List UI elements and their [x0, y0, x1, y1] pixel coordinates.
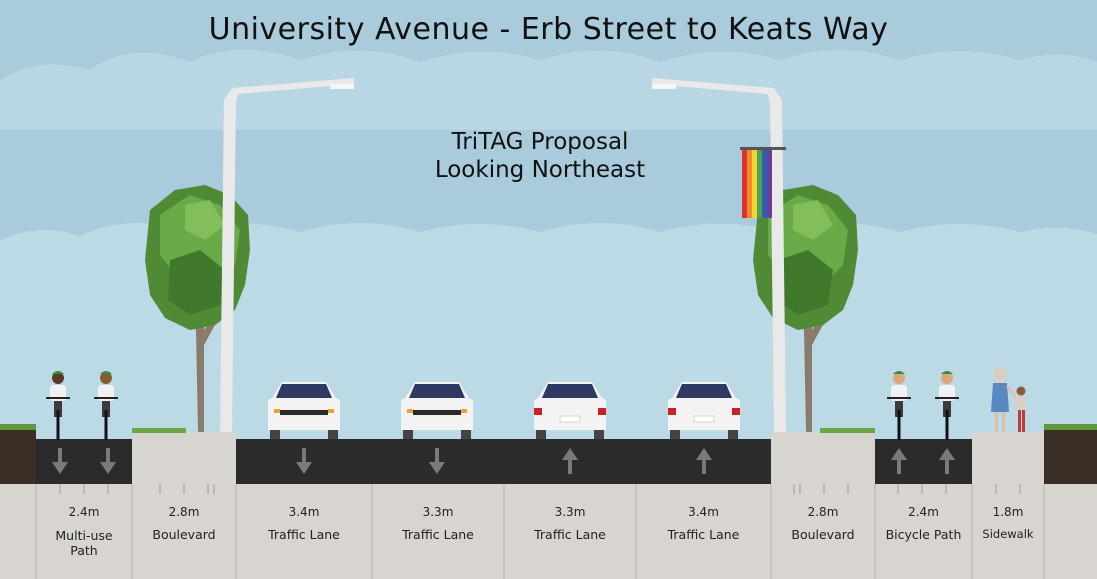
arrow-down-icon — [296, 448, 312, 474]
page-title: University Avenue - Erb Street to Keats … — [208, 12, 889, 47]
segment-label-multi-use-path: 2.4m Multi-use Path — [36, 505, 132, 558]
cyclist-icon — [887, 371, 911, 440]
label-band — [0, 484, 1097, 579]
segment-label-boulevard-left: 2.8m Boulevard — [132, 505, 236, 542]
cyclist-icon — [935, 371, 959, 440]
grass-right — [1044, 424, 1097, 430]
grass-left — [0, 424, 36, 430]
arrow-up-icon — [562, 448, 578, 474]
grass-strip-left — [132, 428, 186, 433]
soil-left — [0, 428, 36, 484]
segment-name: Traffic Lane — [534, 527, 606, 542]
segment-label-sidewalk: 1.8m Sidewalk — [972, 505, 1044, 542]
segment-width: 3.3m — [422, 505, 454, 519]
grass-strip-right — [820, 428, 875, 433]
rainbow-banner-icon — [740, 147, 786, 218]
roadway-surface — [236, 439, 771, 484]
segment-width: 3.4m — [288, 505, 320, 519]
segment-width: 2.8m — [168, 505, 200, 519]
segment-name: Traffic Lane — [667, 527, 740, 542]
segment-name: Boulevard — [791, 527, 855, 542]
direction-arrows — [52, 448, 955, 474]
segment-name: Boulevard — [152, 527, 216, 542]
segment-dividers — [35, 484, 1045, 579]
arrow-down-icon — [429, 448, 445, 474]
segment-width: 2.4m — [908, 505, 939, 519]
pedestrian-child-icon — [1016, 386, 1026, 432]
car-icon — [268, 382, 340, 439]
segment-name: Traffic Lane — [402, 527, 474, 542]
cyclist-icon — [46, 371, 70, 440]
proposal-line-2: Looking Northeast — [434, 157, 646, 183]
street-light-left-icon — [220, 78, 354, 432]
street-light-right-icon — [652, 78, 786, 432]
bicycle-path-surface — [875, 439, 972, 484]
proposal-line-1: TriTAG Proposal — [451, 129, 629, 155]
cyclist-icon — [94, 371, 118, 440]
segment-width: 2.8m — [807, 505, 839, 519]
segment-label-traffic-lane-2: 3.3m Traffic Lane — [372, 505, 504, 542]
boulevard-right-surface — [771, 432, 875, 484]
segment-label-boulevard-right: 2.8m Boulevard — [771, 505, 875, 542]
arrow-up-icon — [891, 448, 907, 474]
arrow-down-icon — [100, 448, 116, 474]
segment-name: Multi-use Path — [55, 528, 113, 558]
car-icon — [534, 382, 606, 439]
segment-width: 3.3m — [554, 505, 586, 519]
segment-width: 3.4m — [688, 505, 719, 519]
segment-name: Sidewalk — [982, 527, 1034, 541]
sidewalk-surface — [972, 432, 1044, 484]
clouds-upper — [0, 49, 1097, 131]
segment-width: 2.4m — [68, 505, 100, 519]
multi-use-path-surface — [36, 439, 132, 484]
car-icon — [668, 382, 740, 439]
segment-label-bicycle-path: 2.4m Bicycle Path — [875, 505, 972, 542]
segment-width: 1.8m — [992, 505, 1024, 519]
segment-name: Bicycle Path — [885, 527, 962, 542]
arrow-up-icon — [939, 448, 955, 474]
segment-label-traffic-lane-1: 3.4m Traffic Lane — [236, 505, 372, 542]
car-icon — [401, 382, 473, 439]
scale-ticks — [59, 484, 1021, 494]
arrow-up-icon — [696, 448, 712, 474]
arrow-down-icon — [52, 448, 68, 474]
segment-name: Traffic Lane — [268, 527, 340, 542]
segment-label-traffic-lane-4: 3.4m Traffic Lane — [636, 505, 771, 542]
segment-label-traffic-lane-3: 3.3m Traffic Lane — [504, 505, 636, 542]
soil-right — [1044, 428, 1097, 484]
boulevard-left-surface — [132, 432, 236, 484]
pedestrian-adult-icon — [991, 367, 1017, 432]
